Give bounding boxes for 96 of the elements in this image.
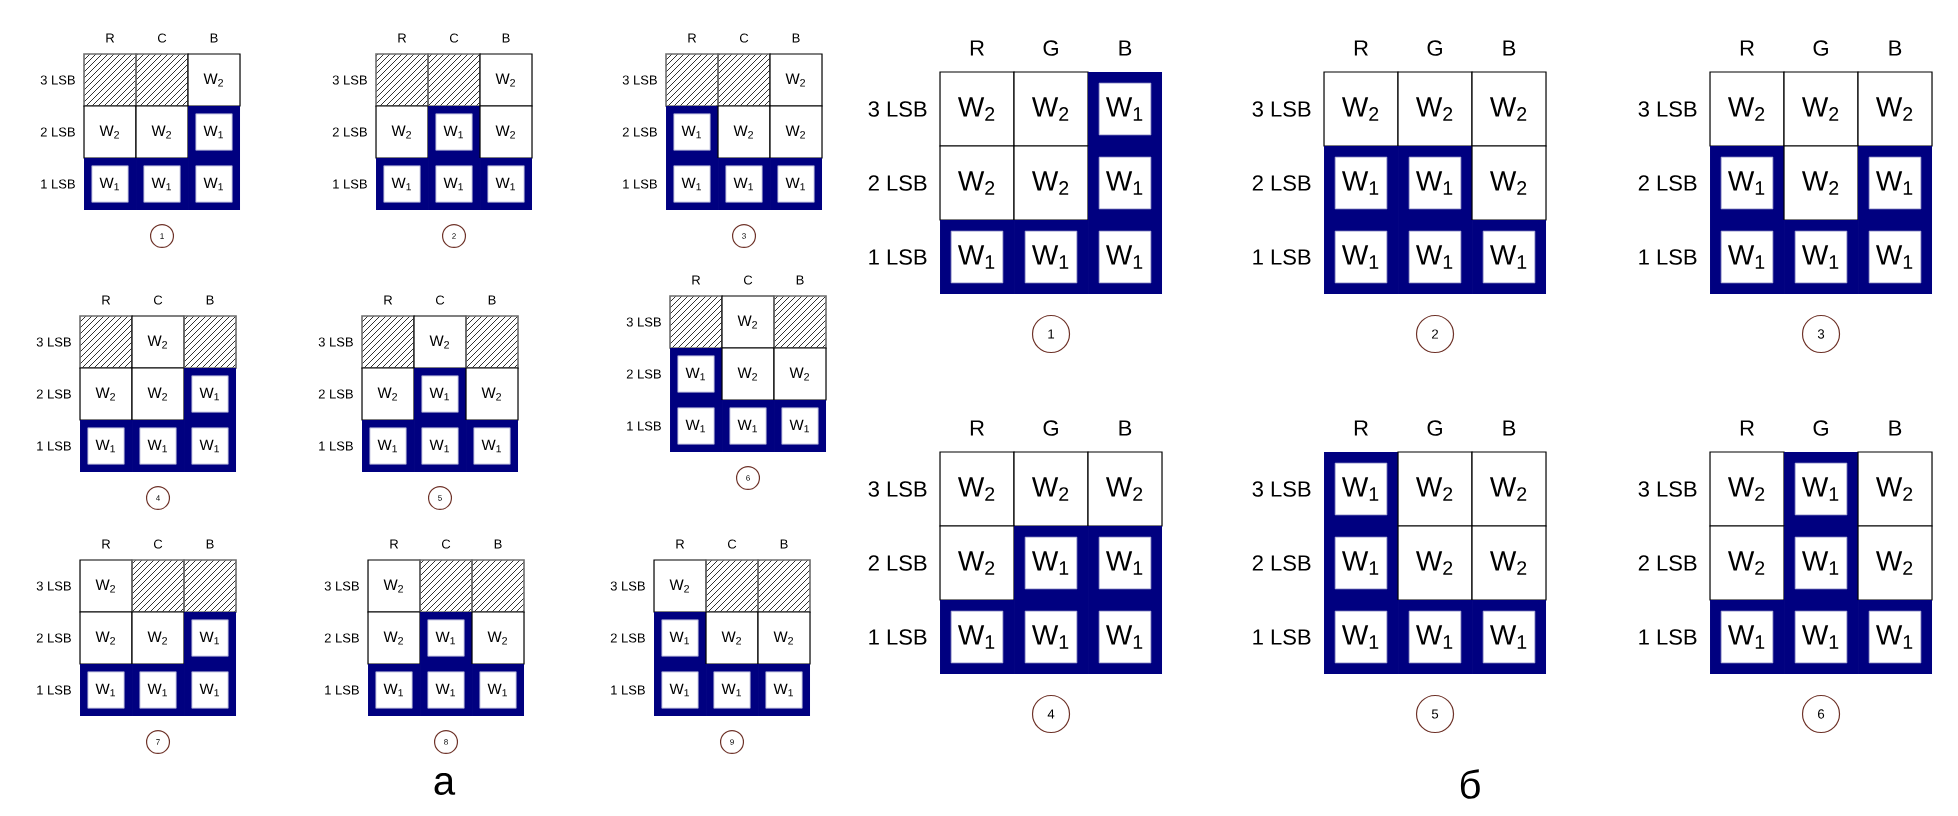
weight-cell: W$_{1}$ [1098,610,1152,664]
row-label: 2 LSB [868,175,927,191]
weight-cell: W$_{1}$ [1720,156,1774,210]
weight-cell: W$_{1}$ [1334,462,1388,516]
row-label: 2 LSB [1638,175,1697,191]
panel-letter: а [434,773,456,795]
weight-cell: W$_{2}$ [1857,451,1933,527]
hatched-cell [183,315,237,369]
weight-cell: W$_{2}$ [1013,451,1089,527]
weight-cell: W$_{1}$ [1408,610,1462,664]
weight-cell: W$_{1}$ [1482,610,1536,664]
column-header: R [1740,40,1754,56]
weight-cell: W$_{2}$ [1709,525,1785,601]
weight-cell: W$_{2}$ [1783,145,1859,221]
weight-cell: W$_{2}$ [939,71,1015,147]
weight-cell: W$_{1}$ [1024,230,1078,284]
row-label: 3 LSB [868,481,927,497]
weight-cell: W$_{1}$ [1794,462,1848,516]
weight-cell: W$_{1}$ [1334,156,1388,210]
weight-cell: W$_{1}$ [1720,230,1774,284]
hatched-cell [419,559,473,613]
column-header: B [1889,40,1902,56]
weight-cell: W$_{2}$ [1397,451,1473,527]
column-header: G [1813,420,1828,436]
weight-cell: W$_{1}$ [1794,230,1848,284]
weight-cell: W$_{1}$ [1720,610,1774,664]
column-header: R [1354,420,1368,436]
weight-cell: W$_{1}$ [1868,230,1922,284]
weight-cell: W$_{2}$ [1323,71,1399,147]
weight-cell: W$_{2}$ [939,451,1015,527]
column-header: R [1740,420,1754,436]
column-header: R [970,420,984,436]
row-label: 3 LSB [1638,481,1697,497]
weight-cell: W$_{1}$ [950,610,1004,664]
row-label: 3 LSB [1638,101,1697,117]
weight-cell: W$_{2}$ [1013,145,1089,221]
column-header: G [1427,420,1442,436]
weight-cell: W$_{1}$ [1408,230,1462,284]
row-label: 3 LSB [868,101,927,117]
weight-cell: W$_{1}$ [1098,156,1152,210]
weight-cell: W$_{1}$ [1482,230,1536,284]
row-label: 1 LSB [869,629,927,645]
weight-cell: W$_{1}$ [1024,610,1078,664]
row-label: 1 LSB [1253,629,1311,645]
weight-cell: W$_{1}$ [1334,230,1388,284]
weight-cell: W$_{2}$ [939,145,1015,221]
column-header: B [1503,40,1516,56]
row-label: 1 LSB [1639,249,1697,265]
column-header: B [1889,420,1902,436]
weight-cell: W$_{1}$ [1098,82,1152,136]
row-label: 2 LSB [1252,555,1311,571]
row-label: 1 LSB [1253,249,1311,265]
column-header: G [1427,40,1442,56]
weight-cell: W$_{1}$ [950,230,1004,284]
row-label: 2 LSB [1252,175,1311,191]
column-header: B [1503,420,1516,436]
weight-cell: W$_{2}$ [1783,71,1859,147]
weight-cell: W$_{2}$ [1471,145,1547,221]
row-label: 1 LSB [869,249,927,265]
hatched-cell [183,559,237,613]
weight-cell: W$_{1}$ [1794,610,1848,664]
weight-cell: W$_{2}$ [1471,451,1547,527]
column-header: G [1043,40,1058,56]
column-header: G [1043,420,1058,436]
weight-cell: W$_{2}$ [1471,525,1547,601]
column-header: R [970,40,984,56]
weight-cell: W$_{1}$ [1098,230,1152,284]
column-header: R [1354,40,1368,56]
weight-cell: W$_{1}$ [1408,156,1462,210]
row-label: 3 LSB [1252,101,1311,117]
weight-cell: W$_{1}$ [1334,536,1388,590]
weight-cell: W$_{1}$ [1794,536,1848,590]
weight-cell: W$_{2}$ [1087,451,1163,527]
row-label: 3 LSB [1252,481,1311,497]
weight-cell: W$_{1}$ [1868,610,1922,664]
column-header: G [1813,40,1828,56]
hatched-cell [665,53,719,107]
row-label: 1 LSB [1639,629,1697,645]
weight-cell: W$_{2}$ [1397,71,1473,147]
panel-letter: б [1460,769,1480,799]
row-label: 2 LSB [1638,555,1697,571]
weight-cell: W$_{1}$ [1024,536,1078,590]
weight-cell: W$_{2}$ [1709,71,1785,147]
weight-cell: W$_{2}$ [1857,525,1933,601]
weight-cell: W$_{2}$ [1709,451,1785,527]
weight-cell: W$_{1}$ [1868,156,1922,210]
weight-cell: W$_{2}$ [939,525,1015,601]
weight-cell: W$_{1}$ [1098,536,1152,590]
weight-cell: W$_{2}$ [1013,71,1089,147]
weight-cell: W$_{2}$ [1857,71,1933,147]
column-header: B [1119,420,1132,436]
weight-cell: W$_{2}$ [1471,71,1547,147]
row-label: 2 LSB [868,555,927,571]
column-header: B [1119,40,1132,56]
weight-cell: W$_{2}$ [1397,525,1473,601]
weight-cell: W$_{1}$ [1334,610,1388,664]
